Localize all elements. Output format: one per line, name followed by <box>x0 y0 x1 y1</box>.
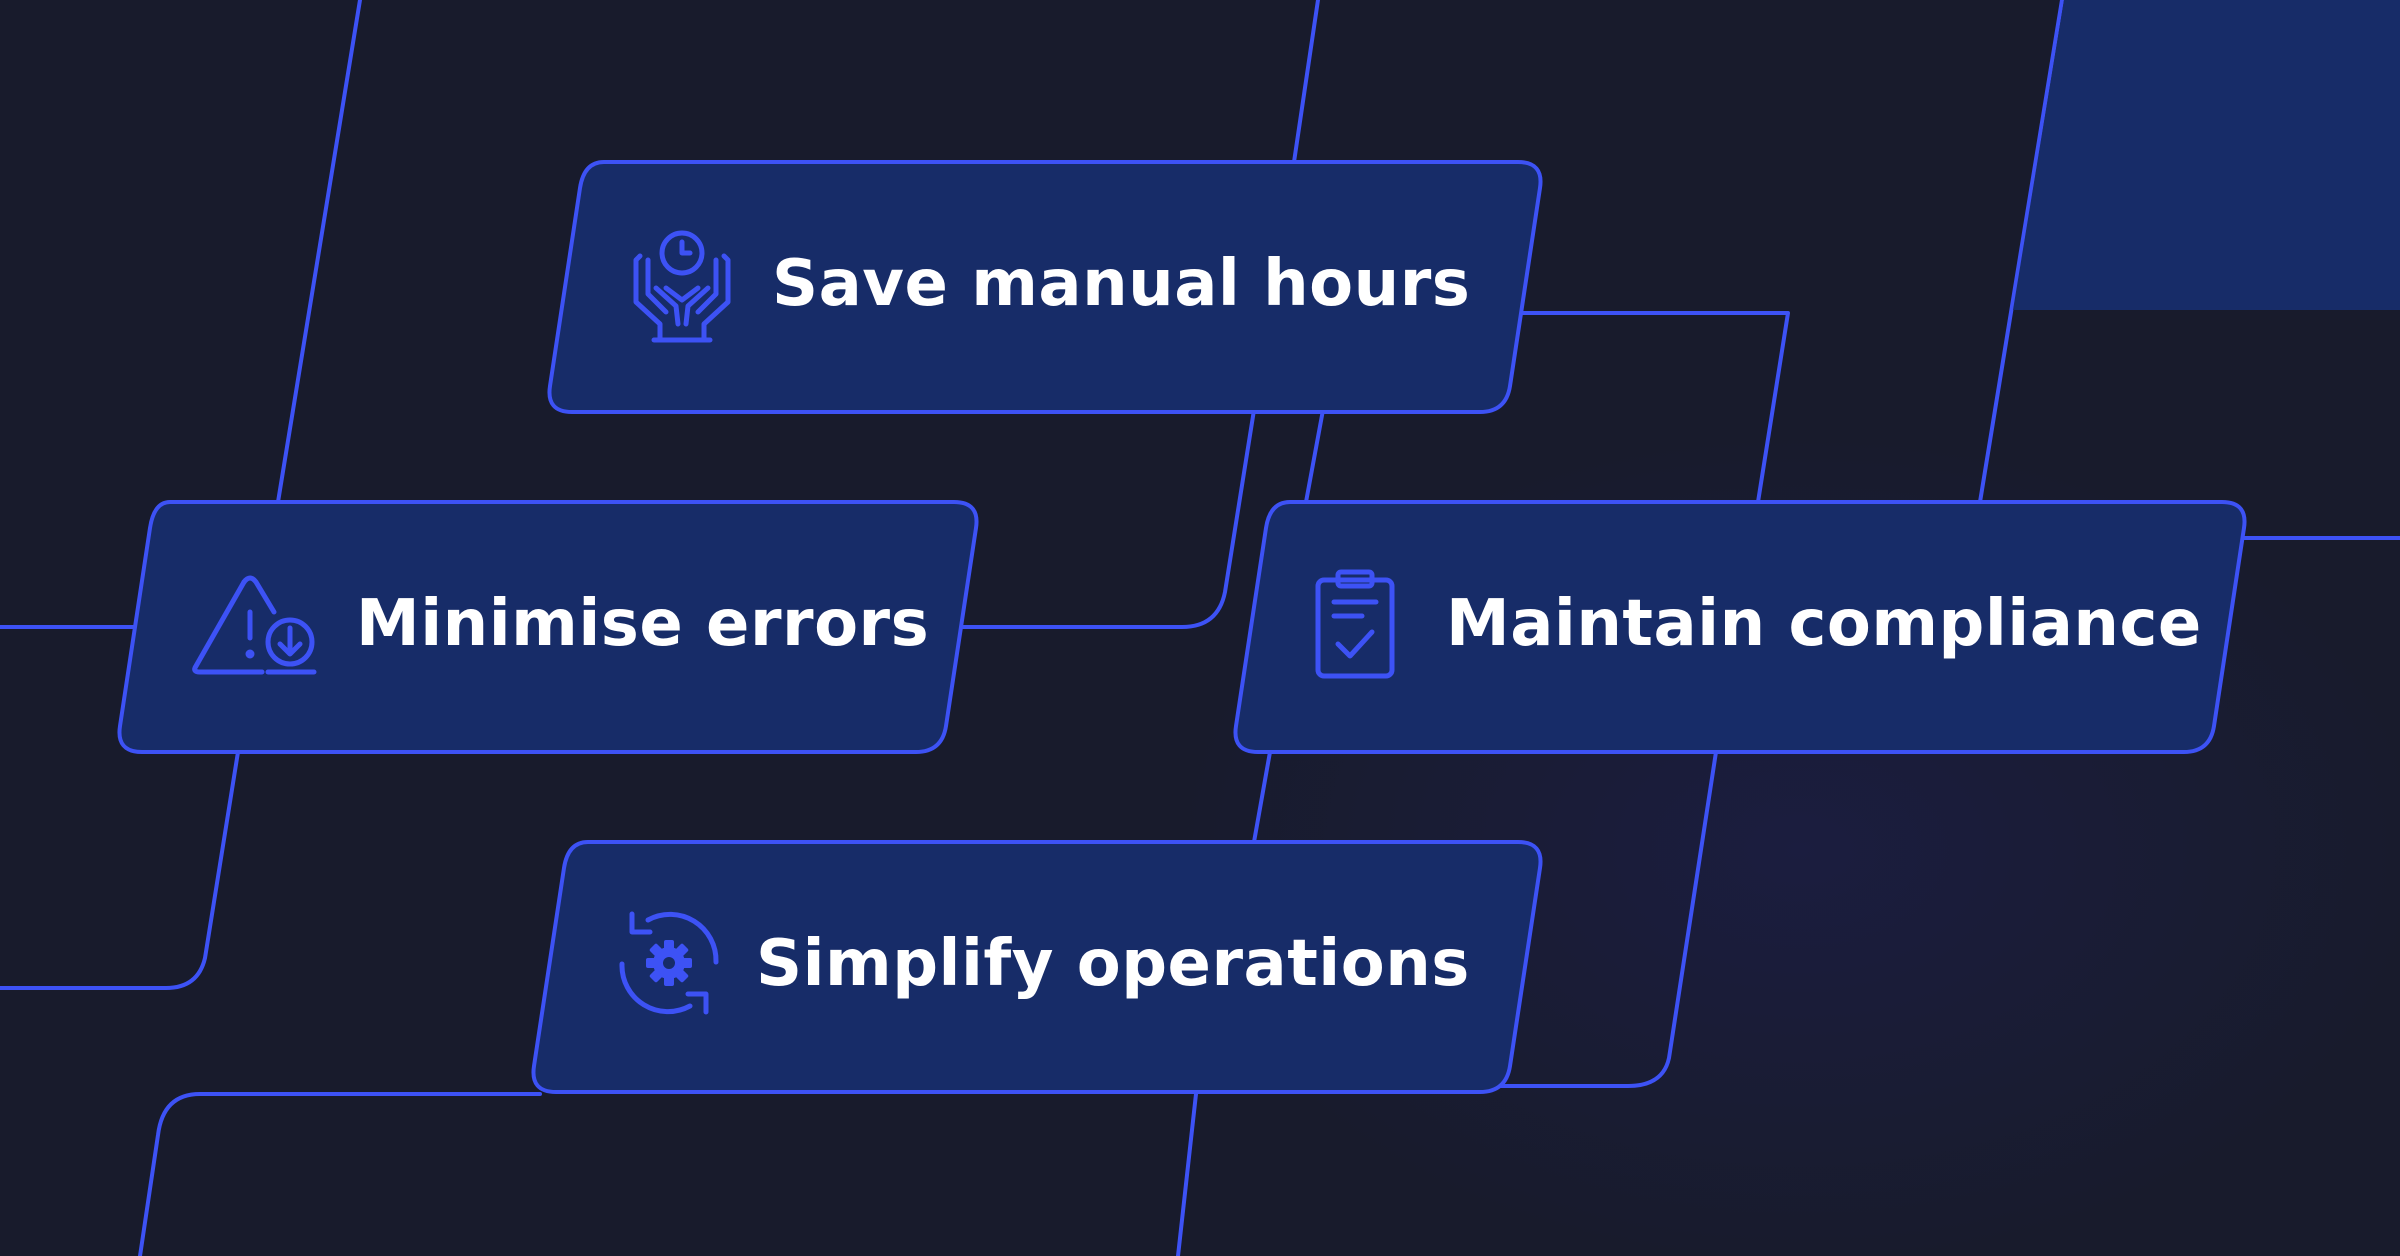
corner-block <box>2013 0 2400 310</box>
card-save-manual-hours-label: Save manual hours <box>772 247 1471 321</box>
card-simplify-operations-shape <box>531 840 1543 1094</box>
card-save-manual-hours-shape <box>547 160 1543 414</box>
clipboard-check-icon <box>1315 569 1395 679</box>
hands-clock-icon <box>633 230 731 343</box>
card-minimise-errors-shape <box>117 500 979 754</box>
card-maintain-compliance-label: Maintain compliance <box>1446 587 2202 661</box>
card-maintain-compliance-shape <box>1233 500 2247 754</box>
card-simplify-operations-label: Simplify operations <box>756 927 1470 1001</box>
card-minimise-errors-label: Minimise errors <box>356 587 930 661</box>
refresh-gear-icon <box>619 911 719 1015</box>
warning-download-icon <box>192 575 317 675</box>
